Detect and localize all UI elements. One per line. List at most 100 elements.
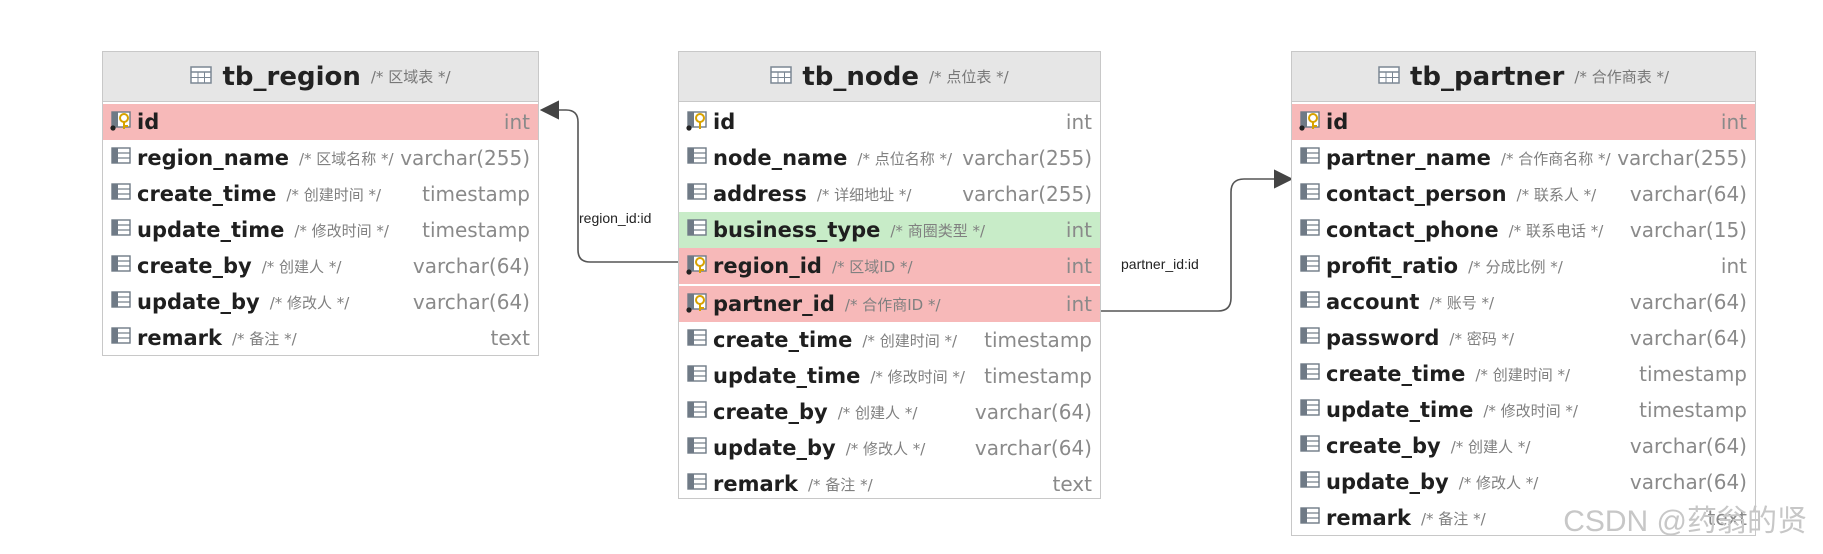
column-row-update-by[interactable]: update_by/* 修改人 */varchar(64): [679, 430, 1100, 466]
column-row-partner-id[interactable]: partner_id/* 合作商ID */int: [679, 286, 1100, 322]
column-row-create-time[interactable]: create_time/* 创建时间 */timestamp: [103, 176, 538, 212]
column-row-partner-name[interactable]: partner_name/* 合作商名称 */varchar(255): [1292, 140, 1755, 176]
column-icon: [685, 145, 713, 171]
column-row-update-by[interactable]: update_by/* 修改人 */varchar(64): [1292, 464, 1755, 500]
column-type: int: [1065, 254, 1092, 278]
column-name: id: [713, 110, 736, 134]
column-comment: /* 联系电话 */: [1508, 221, 1604, 240]
column-row-create-time[interactable]: create_time/* 创建时间 */timestamp: [1292, 356, 1755, 392]
column-type: timestamp: [1639, 398, 1747, 422]
column-row-remark[interactable]: remark/* 备注 */text: [679, 466, 1100, 502]
column-comment: /* 备注 */: [231, 329, 297, 348]
column-type: varchar(255): [962, 146, 1092, 170]
column-row-address[interactable]: address/* 详细地址 */varchar(255): [679, 176, 1100, 212]
column-name: create_by: [1326, 434, 1441, 458]
column-icon: [685, 399, 713, 425]
column-name: update_by: [1326, 470, 1449, 494]
column-icon: [685, 217, 713, 243]
column-type: varchar(64): [974, 400, 1092, 424]
column-icon: [685, 471, 713, 497]
column-type: varchar(64): [974, 436, 1092, 460]
column-row-region-name[interactable]: region_name/* 区域名称 */varchar(255): [103, 140, 538, 176]
column-row-update-time[interactable]: update_time/* 修改时间 */timestamp: [1292, 392, 1755, 428]
column-type: varchar(64): [1629, 326, 1747, 350]
table-icon: [770, 65, 793, 88]
column-comment: /* 分成比例 */: [1468, 257, 1563, 276]
table-header[interactable]: tb_node/* 点位表 */: [679, 52, 1100, 102]
column-name: create_by: [137, 254, 252, 278]
column-type: varchar(64): [1629, 470, 1747, 494]
column-comment: /* 密码 */: [1449, 329, 1515, 348]
column-comment: /* 创建时间 */: [862, 331, 958, 350]
column-row-create-by[interactable]: create_by/* 创建人 */varchar(64): [1292, 428, 1755, 464]
column-comment: /* 商圈类型 */: [890, 221, 986, 240]
table-name: tb_region: [222, 61, 361, 92]
column-type: varchar(255): [1617, 146, 1747, 170]
column-row-update-by[interactable]: update_by/* 修改人 */varchar(64): [103, 284, 538, 320]
edge-label-partner: partner_id:id: [1121, 256, 1199, 272]
column-row-create-by[interactable]: create_by/* 创建人 */varchar(64): [103, 248, 538, 284]
column-row-update-time[interactable]: update_time/* 修改时间 */timestamp: [103, 212, 538, 248]
column-type: varchar(15): [1629, 218, 1747, 242]
column-row-profit-ratio[interactable]: profit_ratio/* 分成比例 */int: [1292, 248, 1755, 284]
column-name: region_id: [713, 254, 822, 278]
column-row-account[interactable]: account/* 账号 */varchar(64): [1292, 284, 1755, 320]
table-header[interactable]: tb_region/* 区域表 */: [103, 52, 538, 102]
column-type: int: [1065, 292, 1092, 316]
column-row-remark[interactable]: remark/* 备注 */text: [103, 320, 538, 356]
column-comment: /* 区域名称 */: [298, 149, 394, 168]
column-name: contact_person: [1326, 182, 1507, 206]
column-name: update_time: [713, 364, 861, 388]
column-row-contact-phone[interactable]: contact_phone/* 联系电话 */varchar(15): [1292, 212, 1755, 248]
key-column-icon: [685, 253, 713, 279]
column-row-node-name[interactable]: node_name/* 点位名称 */varchar(255): [679, 140, 1100, 176]
column-type: varchar(64): [1629, 290, 1747, 314]
column-icon: [1298, 505, 1326, 531]
column-name: business_type: [713, 218, 881, 242]
column-icon: [685, 363, 713, 389]
column-name: region_name: [137, 146, 289, 170]
column-row-business-type[interactable]: business_type /* 商圈类型 */ int: [679, 212, 1100, 248]
column-type: varchar(64): [412, 254, 530, 278]
table-icon: [1378, 65, 1400, 88]
table-icon: [190, 65, 213, 88]
column-comment: /* 修改时间 */: [1483, 401, 1578, 420]
table-name: tb_partner: [1409, 61, 1565, 92]
column-icon: [109, 325, 137, 351]
table-header[interactable]: tb_partner /* 合作商表 */: [1292, 52, 1755, 102]
column-type: text: [1707, 506, 1747, 530]
column-row-create-time[interactable]: create_time/* 创建时间 */timestamp: [679, 322, 1100, 358]
column-icon: [685, 327, 713, 353]
column-type: int: [1065, 218, 1092, 242]
column-name: remark: [713, 472, 798, 496]
column-row-remark[interactable]: remark/* 备注 */text: [1292, 500, 1755, 536]
column-comment: /* 修改时间 */: [294, 221, 389, 240]
table-comment: /* 合作商表 */: [1574, 68, 1670, 86]
key-column-icon: [685, 291, 713, 317]
column-icon: [109, 145, 137, 171]
column-type: varchar(64): [1629, 182, 1747, 206]
column-row-contact-person[interactable]: contact_person/* 联系人 */varchar(64): [1292, 176, 1755, 212]
column-row-create-by[interactable]: create_by/* 创建人 */varchar(64): [679, 394, 1100, 430]
column-name: create_by: [713, 400, 828, 424]
column-icon: [1298, 145, 1326, 171]
column-row-update-time[interactable]: update_time/* 修改时间 */timestamp: [679, 358, 1100, 394]
column-name: create_time: [1326, 362, 1466, 386]
column-comment: /* 创建时间 */: [1475, 365, 1571, 384]
watermark: CSDN @药翁的贤: [1563, 505, 1807, 538]
column-row-region-id[interactable]: region_id /* 区域ID */ int: [679, 248, 1100, 284]
column-name: id: [137, 110, 160, 134]
column-icon: [1298, 325, 1326, 351]
column-name: partner_name: [1326, 146, 1491, 170]
column-comment: /* 区域ID */: [831, 257, 913, 276]
edge-partner: [1101, 169, 1294, 312]
key-column-icon: [685, 109, 713, 135]
column-row-password[interactable]: password/* 密码 */varchar(64): [1292, 320, 1755, 356]
